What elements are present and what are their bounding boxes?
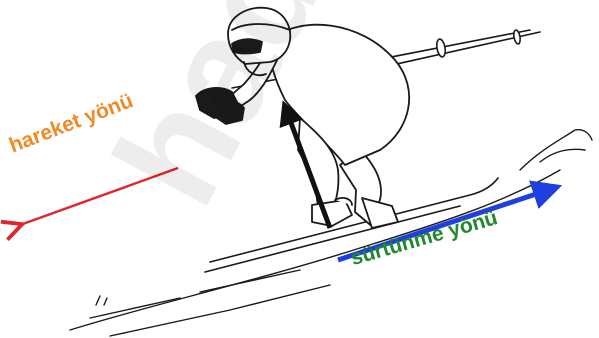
- skier: [196, 8, 409, 228]
- motion-direction-arrow: [20, 168, 178, 225]
